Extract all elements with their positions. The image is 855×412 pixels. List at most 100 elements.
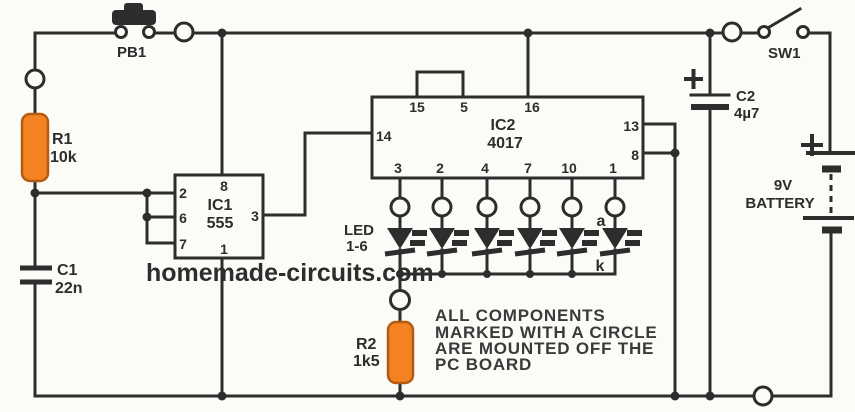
junction-dot (30, 188, 40, 198)
junction-dot (217, 391, 227, 401)
sw1-terminal (757, 25, 771, 39)
ic2-body (370, 95, 645, 180)
ic1-body (173, 173, 265, 260)
ic1-pin8-label: 8 (220, 178, 228, 194)
battery-9v: 9V BATTERY (745, 134, 855, 234)
battery-voltage: 9V (774, 177, 792, 194)
junction-dot (670, 391, 680, 401)
ic2-pin13-label: 13 (623, 118, 639, 134)
offboard-circle (561, 196, 583, 218)
junction-dot (523, 28, 533, 38)
led-1 (384, 176, 427, 276)
switch-sw1: SW1 (757, 6, 810, 62)
offboard-circle (173, 21, 195, 43)
ic2-pin7-label: 7 (524, 160, 532, 176)
note-line-4: PC BOARD (435, 355, 532, 374)
junction-dots (30, 28, 715, 401)
led-light-mark (454, 230, 469, 236)
r1-value: 10k (50, 149, 77, 166)
led-row: LED 1-6 a k (344, 176, 642, 276)
junction-dot (142, 188, 152, 198)
note-block: ALL COMPONENTS MARKED WITH A CIRCLE ARE … (435, 306, 658, 374)
wiring (33, 31, 833, 398)
led-4 (514, 176, 557, 276)
pb1-button-plunger (124, 3, 143, 13)
offboard-circle (389, 289, 411, 311)
ic1-555-timer: IC1 555 2 6 7 8 3 1 (173, 173, 265, 260)
junction-dot (705, 28, 715, 38)
resistor-r2: R2 1k5 (353, 320, 415, 385)
led-triangle (559, 228, 585, 249)
ic1-pin2-label: 2 (179, 185, 187, 201)
led-group-label: LED (344, 222, 374, 239)
led-5 (556, 176, 599, 276)
ic1-pin3-label: 3 (251, 208, 259, 224)
c2-plus-sign (684, 69, 703, 89)
wire-ic2-pin13 (641, 122, 677, 398)
r2-body (386, 320, 415, 385)
offboard-circle (721, 21, 743, 43)
offboard-circle (604, 196, 626, 218)
c1-name: C1 (57, 262, 78, 279)
pb1-terminal (142, 25, 156, 39)
led-triangle (517, 228, 543, 249)
capacitor-c2: C2 4µ7 (684, 69, 759, 122)
c2-name: C2 (736, 88, 755, 105)
led-light-mark (410, 240, 425, 246)
r2-name: R2 (356, 336, 377, 353)
r1-body (20, 112, 50, 183)
note-line-1: ALL COMPONENTS (435, 306, 606, 325)
ic2-pin5-label: 5 (460, 99, 468, 115)
led-light-mark (582, 240, 597, 246)
led-light-mark (412, 230, 427, 236)
r1-name: R1 (52, 131, 73, 148)
junction-dot (142, 212, 152, 222)
offboard-circle (431, 196, 453, 218)
junction-dot (705, 391, 715, 401)
ic1-pin7-label: 7 (179, 236, 187, 252)
ic2-pin14-label: 14 (376, 128, 392, 144)
offboard-circle (476, 196, 498, 218)
offboard-circle (389, 196, 411, 218)
led-light-mark (625, 240, 640, 246)
led-group-range: 1-6 (346, 238, 368, 255)
junction-dot (217, 28, 227, 38)
junction-dot (395, 391, 405, 401)
ic2-pin4-label: 4 (481, 160, 489, 176)
ic2-pin16-label: 16 (524, 99, 540, 115)
ic1-pin6-label: 6 (179, 210, 187, 226)
led-3 (471, 176, 514, 276)
pb1-button-cap (112, 10, 156, 25)
wire-ic1-pin3-to-ic2-pin14 (261, 131, 374, 217)
c1-value: 22n (55, 280, 83, 297)
ic2-name: IC2 (491, 117, 516, 134)
sw1-terminal (796, 25, 810, 39)
ic2-value: 4017 (487, 135, 523, 152)
c2-value: 4µ7 (734, 105, 759, 122)
ic2-4017-counter: IC2 4017 15 5 16 14 13 8 3 2 4 7 10 1 (370, 95, 645, 180)
led-triangle (429, 228, 455, 249)
led-triangle (474, 228, 500, 249)
r2-value: 1k5 (353, 353, 380, 370)
led-light-mark (452, 240, 467, 246)
led-light-mark (499, 230, 514, 236)
offboard-circle (519, 196, 541, 218)
offboard-markers (24, 21, 774, 407)
note-line-2: MARKED WITH A CIRCLE (435, 323, 658, 342)
ic2-pin10-label: 10 (561, 160, 577, 176)
resistor-r1: R1 10k (20, 112, 77, 183)
wire-ic2-pin15-pin5-bridge (415, 70, 465, 99)
ic2-pin2-label: 2 (436, 160, 444, 176)
ic1-value: 555 (207, 215, 234, 232)
led-cathode-label: k (596, 258, 605, 275)
offboard-circle (24, 68, 46, 90)
pb1-terminal (114, 25, 128, 39)
led-triangle (387, 228, 413, 249)
junction-dot (670, 148, 680, 158)
wire-top-right (801, 31, 832, 155)
led-light-mark (542, 230, 557, 236)
led-light-mark (540, 240, 555, 246)
led-light-mark (497, 240, 512, 246)
